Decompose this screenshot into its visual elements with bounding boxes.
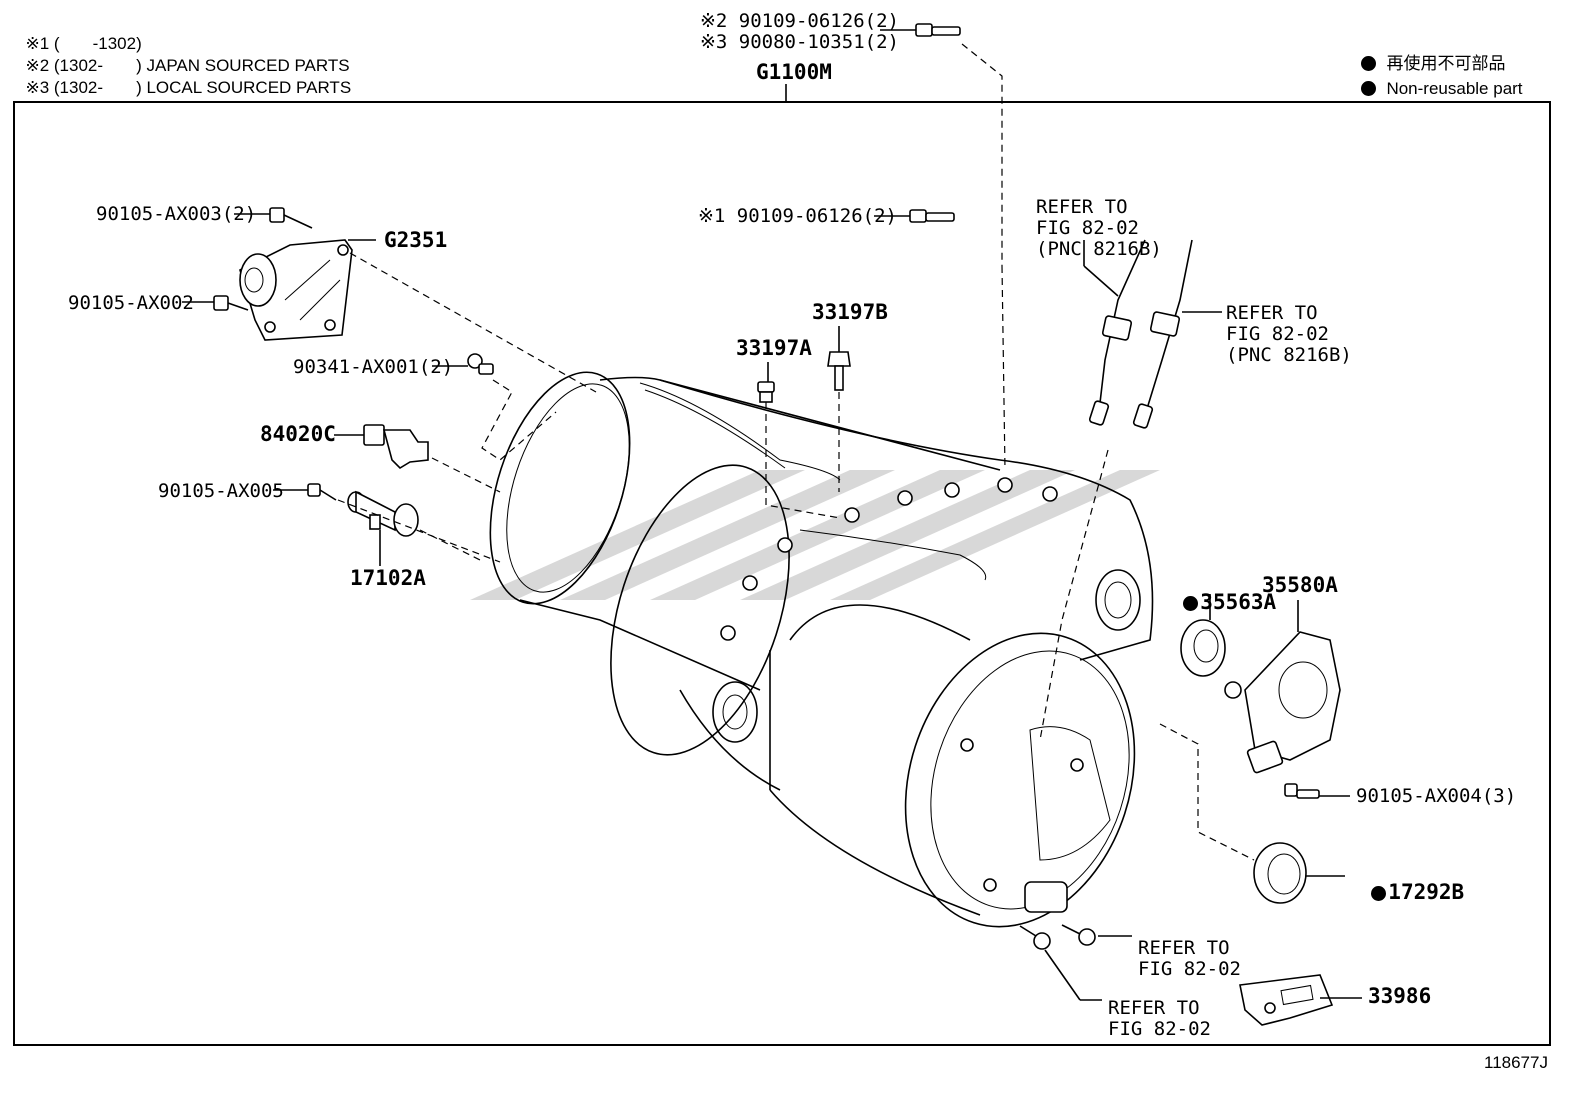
sensor-84020c-icon: [363, 424, 429, 470]
legend-en-text: Non-reusable part: [1386, 79, 1523, 98]
label-17292b: 17292B: [1346, 862, 1465, 904]
refer-cable-2-l1: REFER TO: [1226, 302, 1318, 324]
motor-housing: [489, 371, 1154, 928]
label-x1-bolt: ※1 90109-06126(2): [698, 205, 897, 227]
refer-bolt-2-l1: REFER TO: [1108, 997, 1200, 1019]
label-33986: 33986: [1368, 984, 1432, 1008]
housing-bolts: [720, 477, 1058, 641]
legend-en: Non-reusable part: [1352, 57, 1523, 99]
refer-bolt-1-l2: FIG 82-02: [1138, 958, 1241, 980]
leader-lines: [182, 29, 1362, 1001]
label-90105-ax004: 90105-AX004(3): [1356, 785, 1517, 807]
label-g2351: G2351: [384, 228, 448, 252]
refer-cable-2-l2: FIG 82-02: [1226, 323, 1329, 345]
oil-seal-35563a-icon: [1180, 619, 1226, 677]
label-90105-ax005: 90105-AX005: [158, 480, 284, 502]
cover-33986-icon: [1239, 974, 1334, 1026]
note-3-mark: ※3: [25, 78, 50, 97]
non-reusable-dot-icon: [1361, 56, 1377, 71]
dashed-assembly-lines: [337, 43, 1255, 861]
label-35563a-text: 35563A: [1200, 590, 1277, 614]
plug-33197b-icon: [827, 351, 851, 391]
top-bolt-label-1: ※2 90109-06126(2): [700, 10, 899, 32]
label-35563a: 35563A: [1158, 572, 1277, 614]
plug-33197a-icon: [757, 381, 775, 403]
legend-jp: 再使用不可部品: [1352, 32, 1505, 74]
refer-cable-1: REFER TO FIG 82-02 (PNC 8216B): [1036, 176, 1162, 260]
note-1: ※1 ( -1302): [16, 12, 142, 54]
refer-bolt-1-icon: [1061, 924, 1096, 946]
note-2-text: (1302- ) JAPAN SOURCED PARTS: [53, 56, 350, 75]
note-3-text: (1302- ) LOCAL SOURCED PARTS: [53, 78, 352, 97]
bolt-ax003-icon: [269, 207, 313, 229]
bolt-ax005-icon: [307, 483, 337, 501]
bolt-ax004-icon: [1284, 783, 1320, 799]
top-bolt-icon: [915, 23, 961, 37]
label-90105-ax002: 90105-AX002: [68, 292, 194, 314]
bolt-x1-icon: [909, 209, 955, 223]
diagram-frame: [13, 101, 1551, 1046]
refer-bolt-1-l1: REFER TO: [1138, 937, 1230, 959]
legend-jp-text: 再使用不可部品: [1386, 54, 1506, 73]
refer-cable-2: REFER TO FIG 82-02 (PNC 8216B): [1226, 282, 1352, 366]
label-33197a: 33197A: [736, 336, 812, 360]
figure-id: 118677J: [1484, 1053, 1548, 1072]
label-17102a: 17102A: [350, 566, 426, 590]
label-90341-ax001: 90341-AX001(2): [293, 356, 454, 378]
note-3: ※3 (1302- ) LOCAL SOURCED PARTS: [16, 56, 351, 98]
note-2: ※2 (1302- ) JAPAN SOURCED PARTS: [16, 34, 350, 76]
sensor-35580a-icon: [1224, 631, 1341, 774]
refer-bolt-1: REFER TO FIG 82-02: [1138, 917, 1241, 980]
non-reusable-dot-icon: [1371, 886, 1387, 901]
shift-cables-icon: [1088, 239, 1193, 429]
refer-cable-1-l2: FIG 82-02: [1036, 217, 1139, 239]
non-reusable-dot-icon: [1183, 596, 1199, 611]
top-bolt-label-2: ※3 90080-10351(2): [700, 31, 899, 53]
label-90105-ax003: 90105-AX003(2): [96, 203, 257, 225]
bracket-g2351: [239, 239, 353, 341]
note-1-mark: ※1: [25, 34, 50, 53]
bolt-ax002-icon: [213, 295, 249, 311]
assembly-label: G1100M: [756, 60, 832, 84]
refer-cable-1-l1: REFER TO: [1036, 196, 1128, 218]
watermark-logo: [470, 470, 1160, 600]
pipe-17102a-icon: [347, 490, 419, 537]
bolt-ax001-icon: [467, 353, 494, 375]
refer-cable-2-l3: (PNC 8216B): [1226, 344, 1352, 366]
refer-bolt-2-l2: FIG 82-02: [1108, 1018, 1211, 1040]
label-17292b-text: 17292B: [1388, 880, 1465, 904]
label-84020c: 84020C: [260, 422, 336, 446]
refer-bolt-2: REFER TO FIG 82-02: [1108, 977, 1211, 1040]
label-33197b: 33197B: [812, 300, 888, 324]
refer-bolt-2-icon: [1019, 925, 1051, 950]
oil-seal-17292b-icon: [1253, 842, 1307, 904]
note-2-mark: ※2: [25, 56, 50, 75]
note-1-text: ( -1302): [53, 34, 142, 53]
label-35580a: 35580A: [1262, 573, 1338, 597]
refer-cable-1-l3: (PNC 8216B): [1036, 238, 1162, 260]
non-reusable-dot-icon: [1361, 81, 1377, 96]
